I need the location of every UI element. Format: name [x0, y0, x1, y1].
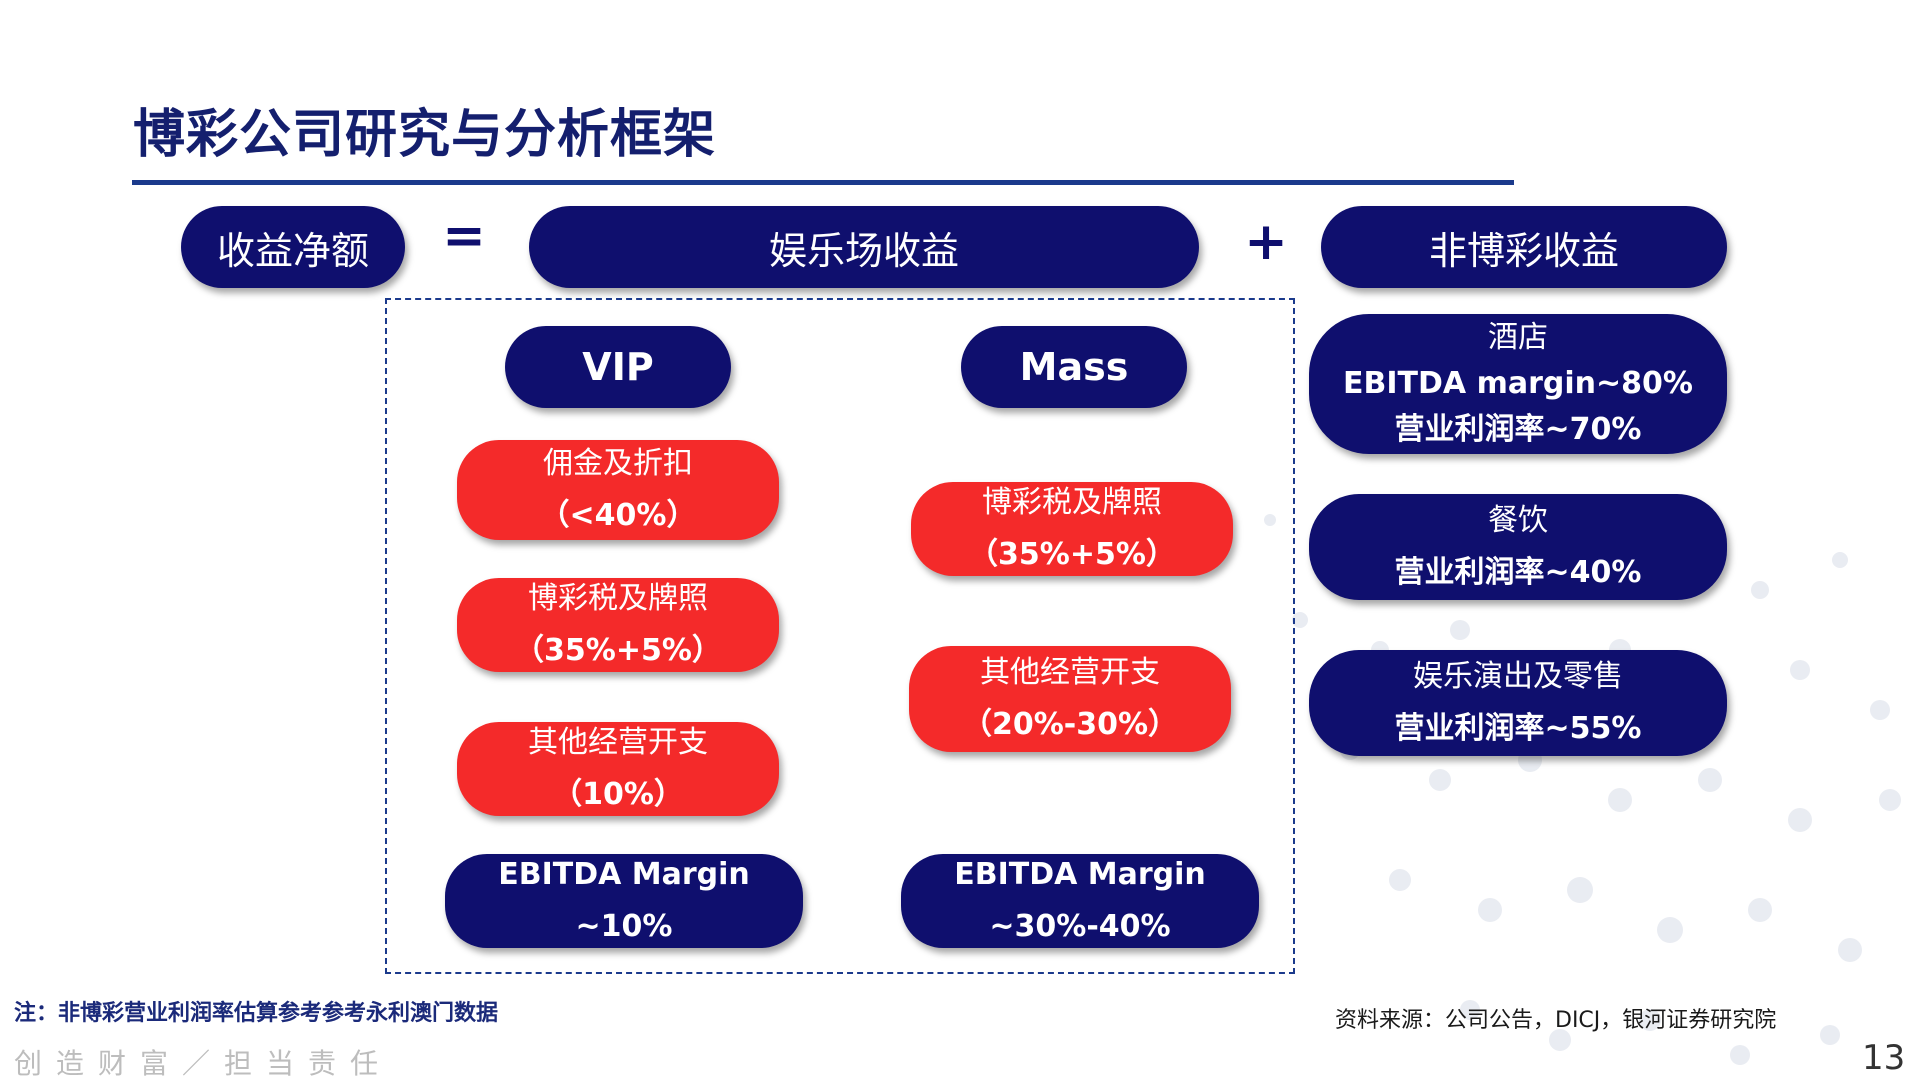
vip-header: VIP [505, 326, 731, 408]
dining-operating-margin: 营业利润率~40% [1394, 555, 1642, 590]
non-gaming-revenue-box: 非博彩收益 [1321, 206, 1727, 288]
plus-sign: + [1244, 212, 1288, 272]
equals-sign: = [442, 206, 486, 266]
mass-ebitda-value: ~30%-40% [989, 909, 1171, 944]
hotel-box: 酒店 EBITDA margin~80% 营业利润率~70% [1309, 314, 1727, 454]
hotel-title: 酒店 [1488, 320, 1548, 355]
vip-opex-title: 其他经营开支 [528, 725, 708, 760]
entertainment-retail-title: 娱乐演出及零售 [1413, 659, 1623, 694]
vip-ebitda-box: EBITDA Margin ~10% [445, 854, 803, 948]
title-divider [132, 180, 1514, 185]
dining-title: 餐饮 [1488, 503, 1548, 538]
vip-gaming-tax-box: 博彩税及牌照 （35%+5%） [457, 578, 779, 672]
hotel-operating-margin: 营业利润率~70% [1394, 412, 1642, 447]
vip-commission-box: 佣金及折扣 （<40%） [457, 440, 779, 540]
vip-gaming-tax-title: 博彩税及牌照 [528, 581, 708, 616]
vip-commission-title: 佣金及折扣 [543, 446, 693, 481]
mass-gaming-tax-value: （35%+5%） [968, 537, 1176, 572]
mass-ebitda-box: EBITDA Margin ~30%-40% [901, 854, 1259, 948]
non-gaming-revenue-label: 非博彩收益 [1428, 228, 1619, 273]
vip-label: VIP [582, 345, 654, 389]
vip-gaming-tax-value: （35%+5%） [514, 633, 722, 668]
page-number: 13 [1862, 1038, 1906, 1078]
vip-ebitda-value: ~10% [575, 909, 673, 944]
vip-ebitda-title: EBITDA Margin [498, 857, 750, 892]
mass-header: Mass [961, 326, 1187, 408]
mass-gaming-tax-title: 博彩税及牌照 [982, 485, 1162, 520]
vip-commission-value: （<40%） [539, 498, 697, 533]
mass-opex-box: 其他经营开支 （20%-30%） [909, 646, 1231, 752]
dining-box: 餐饮 营业利润率~40% [1309, 494, 1727, 600]
vip-opex-box: 其他经营开支 （10%） [457, 722, 779, 816]
net-revenue-box: 收益净额 [181, 206, 405, 288]
casino-revenue-box: 娱乐场收益 [529, 206, 1199, 288]
slogan-watermark: 创造财富／担当责任 [14, 1047, 393, 1080]
mass-gaming-tax-box: 博彩税及牌照 （35%+5%） [911, 482, 1233, 576]
casino-revenue-label: 娱乐场收益 [768, 228, 959, 273]
entertainment-retail-box: 娱乐演出及零售 营业利润率~55% [1309, 650, 1727, 756]
net-revenue-label: 收益净额 [216, 228, 369, 273]
mass-ebitda-title: EBITDA Margin [954, 857, 1206, 892]
mass-label: Mass [1019, 345, 1129, 389]
vip-opex-value: （10%） [552, 777, 684, 812]
page-title: 博彩公司研究与分析框架 [133, 105, 717, 165]
casino-breakdown-frame [385, 298, 1295, 974]
mass-opex-title: 其他经营开支 [980, 655, 1160, 690]
hotel-ebitda: EBITDA margin~80% [1343, 366, 1693, 401]
data-source: 资料来源：公司公告，DICJ，银河证券研究院 [1335, 1008, 1777, 1033]
entertainment-retail-operating-margin: 营业利润率~55% [1394, 711, 1642, 746]
mass-opex-value: （20%-30%） [961, 707, 1179, 742]
footnote: 注：非博彩营业利润率估算参考参考永利澳门数据 [14, 1000, 499, 1026]
